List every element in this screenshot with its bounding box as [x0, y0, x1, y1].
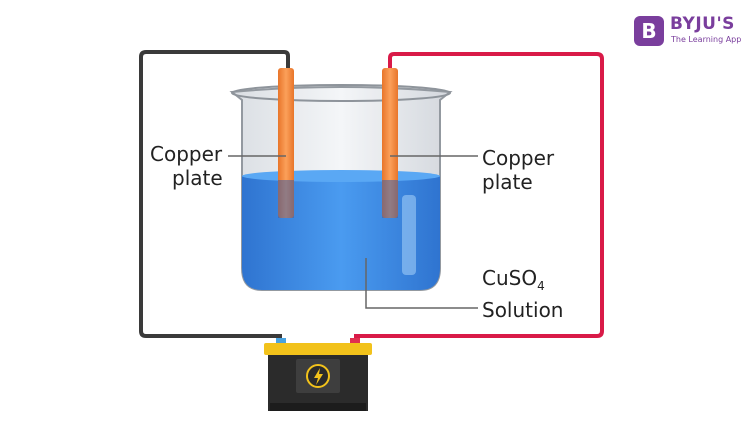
- beaker-rim: [231, 84, 451, 102]
- byjus-logo: B BYJU'S The Learning App: [634, 14, 746, 48]
- negative-wire: [139, 50, 290, 343]
- solution-leader: [365, 258, 478, 309]
- left-copper-plate-label: Copper plate: [150, 142, 223, 190]
- left-copper-plate-submerged: [278, 180, 294, 218]
- brand-name: BYJU'S: [670, 14, 735, 34]
- left-label-line-1: Copper: [150, 142, 223, 166]
- solution-formula: CuSO4: [482, 266, 563, 298]
- brand-tagline: The Learning App: [671, 35, 742, 44]
- solution-formula-subscript: 4: [537, 279, 545, 293]
- solution-surface: [242, 170, 440, 182]
- left-label-line-2: plate: [172, 166, 223, 190]
- right-copper-plate-submerged: [382, 180, 398, 218]
- right-label-line-1: Copper: [482, 146, 555, 170]
- solution-label: CuSO4 Solution: [482, 266, 563, 322]
- lightning-bolt-glyph: [314, 368, 323, 385]
- right-copper-plate-label: Copper plate: [482, 146, 554, 194]
- glass-highlight: [402, 195, 416, 275]
- battery-terminal-positive: [350, 338, 360, 344]
- battery-terminal-negative: [276, 338, 286, 344]
- brand-logo-mark: B: [634, 16, 664, 46]
- solution-formula-text: CuSO: [482, 266, 538, 290]
- solution-word: Solution: [482, 298, 564, 322]
- positive-wire: [354, 52, 604, 343]
- battery-base: [270, 403, 366, 411]
- battery-top: [264, 343, 372, 355]
- right-label-line-2: plate: [482, 170, 533, 194]
